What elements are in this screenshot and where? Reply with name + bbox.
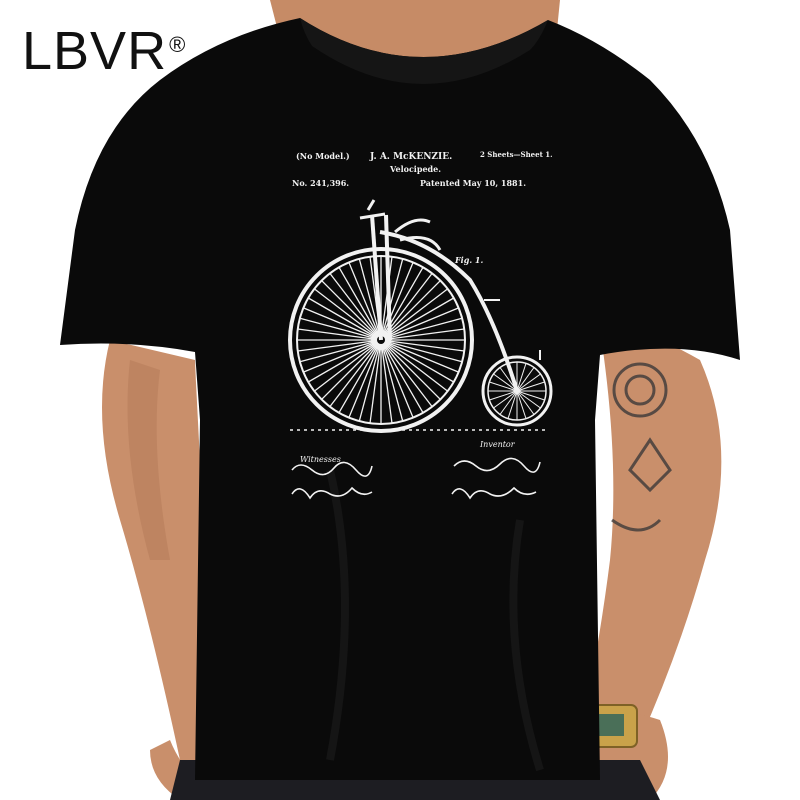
wheel-spoke	[321, 339, 382, 400]
wheel-spoke	[358, 339, 382, 422]
wheel-spoke	[380, 339, 465, 352]
wheel-spoke	[380, 339, 433, 407]
wheel-spoke	[499, 390, 518, 415]
wheel-spoke	[307, 339, 382, 383]
patent-number: No. 241,396.	[292, 178, 350, 188]
brand-name: LBVR	[22, 21, 168, 81]
inventor-label: Inventor	[480, 440, 515, 449]
registered-mark: ®	[169, 32, 187, 57]
wheel-spoke	[303, 307, 382, 341]
large-wheel	[288, 247, 474, 433]
inventor-signature-2	[451, 486, 537, 500]
signature-scribbles	[291, 457, 541, 500]
patent-model-note: (No Model.)	[296, 151, 350, 161]
wheel-spoke	[329, 339, 382, 407]
wheel-spoke	[380, 317, 463, 341]
wheel-spoke	[380, 339, 424, 414]
wheel-spoke	[380, 339, 393, 424]
wheel-spoke	[489, 390, 518, 401]
wheel-spoke	[380, 339, 448, 392]
wheel-spoke	[358, 258, 382, 341]
wheel-spoke	[380, 297, 455, 341]
tshirt-collar	[300, 18, 548, 85]
bicycle-frame	[359, 199, 541, 392]
wheel-spoke	[314, 339, 382, 392]
wheel-spoke	[516, 373, 541, 392]
wheel-spoke	[369, 339, 382, 424]
wheel-spoke	[338, 266, 382, 341]
patent-sheet-note: 2 Sheets—Sheet 1.	[480, 150, 553, 159]
wheel-spoke	[380, 339, 463, 363]
wheel-spoke	[380, 256, 393, 341]
wheel-spoke	[329, 273, 382, 341]
patent-date: Patented May 10, 1881.	[420, 178, 526, 188]
wheel-spoke	[516, 381, 545, 392]
wheel-spoke	[380, 258, 404, 341]
wheel-spoke	[516, 363, 527, 392]
wheel-spoke	[516, 390, 535, 415]
wheel-spoke	[516, 390, 527, 419]
wheel-spoke	[516, 390, 541, 409]
wheel-spoke	[493, 390, 518, 409]
wheel-spoke	[321, 280, 382, 341]
witness-signature-2	[291, 486, 373, 500]
wheel-spoke	[348, 262, 382, 341]
patent-inventor-name: J. A. McKENZIE.	[370, 152, 453, 162]
wheel-spoke	[299, 317, 382, 341]
wheel-spoke	[507, 390, 518, 419]
wheel-spoke	[303, 339, 382, 373]
tattoo-mark	[611, 362, 672, 532]
wheel-spoke	[297, 328, 382, 341]
tshirt	[60, 18, 740, 780]
figure-label: Fig. 1.	[455, 255, 484, 265]
wheel-spoke	[348, 339, 382, 418]
patent-title: Velocipede.	[390, 164, 441, 174]
wheel-spoke	[380, 307, 459, 341]
wheel-spoke	[489, 381, 518, 392]
wheel-spoke	[380, 339, 441, 400]
wheel-spoke	[516, 390, 545, 401]
wheel-spoke	[380, 328, 465, 341]
patent-print	[288, 199, 553, 433]
wheel-spoke	[314, 288, 382, 341]
inventor-signature-1	[453, 457, 541, 473]
wheel-spoke	[380, 339, 404, 422]
witness-signature-1	[291, 461, 373, 477]
wheel-spoke	[380, 339, 455, 383]
wheel-spoke	[380, 339, 459, 373]
witnesses-label: Witnesses	[300, 455, 341, 464]
wheel-spoke	[299, 339, 382, 363]
wheel-spoke	[380, 339, 414, 418]
wheel-spoke	[338, 339, 382, 414]
brand-logo: LBVR®	[22, 24, 186, 78]
wheel-spoke	[493, 373, 518, 392]
model-right-arm	[580, 328, 722, 740]
wheel-spoke	[380, 288, 448, 341]
wheel-spoke	[516, 367, 535, 392]
wheel-spoke	[380, 262, 414, 341]
wheel-spoke	[307, 297, 382, 341]
wheel-spoke	[297, 339, 382, 352]
